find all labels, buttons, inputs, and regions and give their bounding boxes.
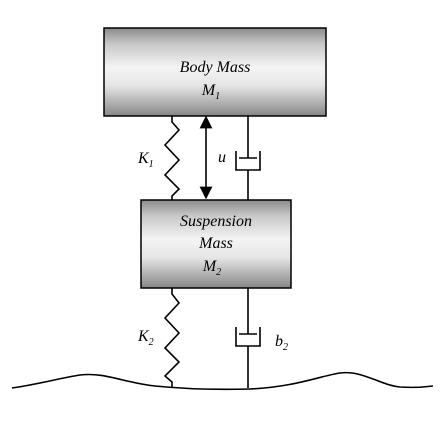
body-mass-label: Body Mass xyxy=(180,59,251,76)
spring-k2-label: K2 xyxy=(137,328,154,348)
suspension-mass-label-line2: Mass xyxy=(198,235,233,252)
road-surface xyxy=(11,371,434,391)
damper-b2-label: b2 xyxy=(275,333,288,353)
spring-k2 xyxy=(163,288,181,388)
spring-k1-label: K1 xyxy=(137,150,154,170)
damper-lower xyxy=(235,288,261,388)
displacement-label: u xyxy=(218,149,226,166)
spring-k1 xyxy=(163,116,181,200)
suspension-mass-block: Suspension Mass M2 xyxy=(140,199,292,289)
suspension-mass-label-line1: Suspension xyxy=(180,213,252,230)
body-mass-block: Body Mass M1 xyxy=(103,27,327,117)
suspension-mass-symbol: M2 xyxy=(202,258,221,278)
body-mass-symbol: M1 xyxy=(201,82,220,102)
damper-upper xyxy=(235,116,261,200)
